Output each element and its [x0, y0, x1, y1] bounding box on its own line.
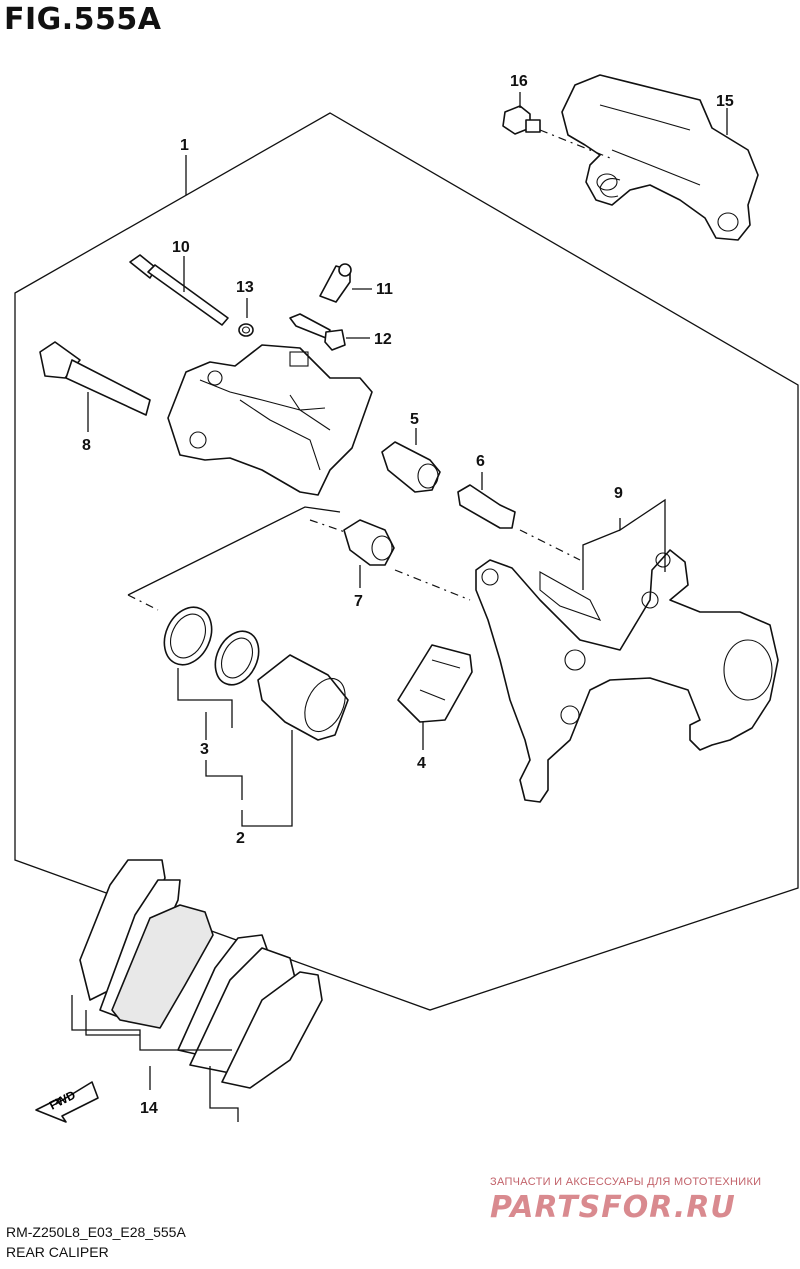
part-9-support-bracket: [475, 498, 779, 803]
callout-12: 12: [374, 331, 392, 348]
callout-14: 14: [140, 1100, 158, 1117]
callout-6: 6: [476, 453, 485, 470]
callout-10: 10: [172, 239, 190, 256]
part-2-piston: [241, 654, 349, 827]
part-8-slide-pin: [39, 341, 151, 432]
callout-15: 15: [716, 93, 734, 110]
fwd-arrow-icon: FWD: [35, 1081, 99, 1123]
part-7-boot: [343, 519, 471, 601]
part-5-boot: [381, 428, 441, 493]
part-3-piston-seals: [163, 606, 260, 800]
figure-title: FIG.555A: [4, 2, 162, 37]
diagram-caption: REAR CALIPER: [6, 1244, 109, 1260]
part-11-bleeder-valve: [319, 263, 372, 303]
part-6-pin: [457, 472, 581, 561]
watermark-tagline: ЗАПЧАСТИ И АКСЕССУАРЫ ДЛЯ МОТОТЕХНИКИ: [490, 1176, 762, 1188]
part-10-pin: [129, 254, 229, 326]
callout-9: 9: [614, 485, 623, 502]
part-4-pad-spring: [397, 644, 473, 750]
callout-1: 1: [180, 137, 189, 154]
callout-4: 4: [417, 755, 426, 772]
part-13-ring: [238, 298, 254, 337]
callout-13: 13: [236, 279, 254, 296]
watermark-logo: PARTSFOR.RU: [490, 1190, 736, 1225]
callout-7: 7: [354, 593, 363, 610]
part-12-cap: [289, 313, 370, 351]
part-16-bolt: [502, 92, 611, 159]
callout-5: 5: [410, 411, 419, 428]
callout-8: 8: [82, 437, 91, 454]
part-14-brake-pads: [71, 859, 323, 1122]
diagram-code: RM-Z250L8_E03_E28_555A: [6, 1224, 186, 1240]
assembly-boundary: [14, 112, 799, 1011]
callout-16: 16: [510, 73, 528, 90]
caliper-body: [167, 344, 373, 533]
part-15-caliper-bracket: [561, 74, 759, 241]
callout-2: 2: [236, 830, 245, 847]
callout-11: 11: [376, 281, 393, 298]
callout-3: 3: [200, 741, 209, 758]
